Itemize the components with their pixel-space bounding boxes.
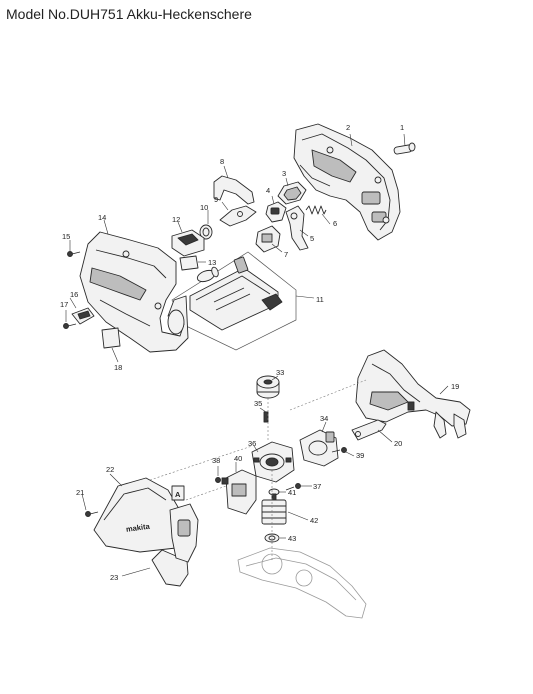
part-17-screw: [63, 323, 77, 329]
part-1-pin: [393, 142, 416, 155]
callout-6: 6: [333, 219, 337, 228]
part-5-trigger: [285, 205, 309, 251]
part-3-switch-button: [277, 181, 307, 205]
blade-assembly-ghost: [237, 547, 367, 619]
marker-a: [171, 485, 185, 501]
callout-37: 37: [313, 482, 321, 491]
part-15-screw: [67, 251, 81, 257]
part-19-gear-housing: [355, 349, 471, 439]
callout-14: 14: [98, 213, 106, 222]
part-6-spring: [305, 205, 327, 215]
callout-9: 9: [214, 195, 218, 204]
callout-43: 43: [288, 534, 296, 543]
part-34-bracket: [299, 429, 339, 467]
part-40-terminal: [221, 469, 257, 515]
callout-38: 38: [212, 456, 220, 465]
callout-21: 21: [76, 488, 84, 497]
part-14-housing: [79, 231, 189, 353]
part-4-switch-lever: [265, 201, 287, 223]
callout-12: 12: [172, 215, 180, 224]
part-42-armature: [261, 493, 287, 525]
callout-39: 39: [356, 451, 364, 460]
callout-35: 35: [254, 399, 262, 408]
housing-logo: makita: [125, 522, 151, 534]
part-13-label: [179, 255, 199, 271]
callout-18: 18: [114, 363, 122, 372]
part-39-screw: [331, 447, 347, 453]
leader-lines: [65, 133, 449, 577]
part-23-rear-handle: [169, 503, 199, 563]
callout-34: 34: [320, 414, 328, 423]
part-21-screw: [85, 511, 99, 517]
callout-23: 23: [110, 573, 118, 582]
part-2-housing: [293, 123, 401, 241]
part-33-cap: [256, 375, 280, 399]
callout-2: 2: [346, 123, 350, 132]
page-title: Model No.DUH751 Akku-Heckenschere: [6, 6, 252, 22]
callout-15: 15: [62, 232, 70, 241]
callout-22: 22: [106, 465, 114, 474]
callout-11: 11: [316, 295, 324, 304]
part-18-label: [101, 327, 121, 349]
part-35-screw: [263, 411, 269, 423]
marker-a-letter: A: [175, 490, 181, 499]
part-9-link: [219, 205, 257, 227]
callout-41: 41: [288, 488, 296, 497]
callout-19: 19: [451, 382, 459, 391]
part-38-screw: [215, 477, 221, 483]
callout-17: 17: [60, 300, 68, 309]
callout-5: 5: [310, 234, 314, 243]
callout-42: 42: [310, 516, 318, 525]
assembly-guides: [149, 379, 367, 560]
part-11-controller: [189, 256, 283, 331]
callout-10: 10: [200, 203, 208, 212]
callout-8: 8: [220, 157, 224, 166]
callout-1: 1: [400, 123, 404, 132]
part-16-latch: [71, 307, 95, 325]
callout-3: 3: [282, 169, 286, 178]
callout-7: 7: [284, 250, 288, 259]
part-22-cover: makita: [93, 477, 187, 553]
part-12-lock-button: [171, 229, 205, 257]
part-10-ring: [199, 224, 213, 240]
callout-33: 33: [276, 368, 284, 377]
callout-4: 4: [266, 186, 270, 195]
part-8-lever: [213, 175, 255, 205]
callout-13: 13: [208, 258, 216, 267]
callout-36: 36: [248, 439, 256, 448]
callout-labels: 1 2 3 4 5 6 7 8 9 10 11 12 13 14 15 16 1…: [60, 123, 459, 582]
part-20-lever: [351, 419, 387, 441]
callout-20: 20: [394, 439, 402, 448]
part-36-motor-frame: [251, 441, 295, 483]
callout-40: 40: [234, 454, 242, 463]
part-7-switch: [255, 225, 281, 253]
callout-16: 16: [70, 290, 78, 299]
